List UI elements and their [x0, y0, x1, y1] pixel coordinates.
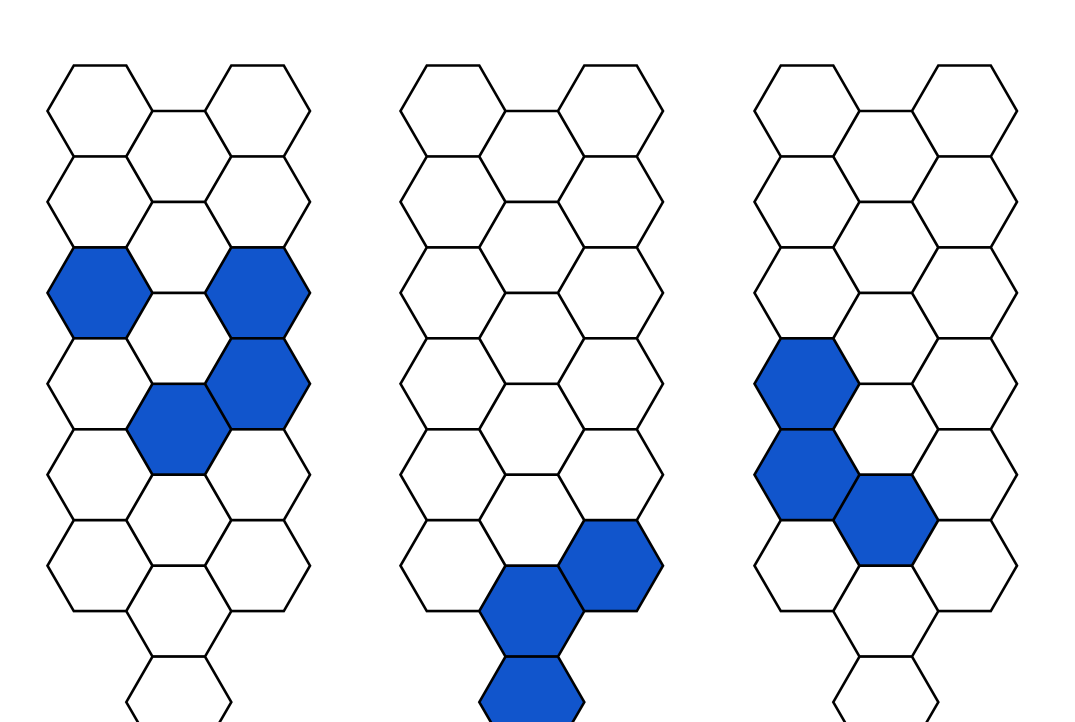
hex-cell — [910, 518, 1019, 613]
hex-cell — [831, 655, 940, 722]
hex-cell-filled — [556, 518, 665, 613]
hex-panel-3 — [752, 64, 1019, 722]
hex-cell-filled — [477, 655, 586, 722]
hex-cell — [203, 518, 312, 613]
hex-panel-1 — [45, 64, 312, 722]
hex-panel-2 — [398, 64, 665, 722]
hex-cell — [124, 655, 233, 722]
